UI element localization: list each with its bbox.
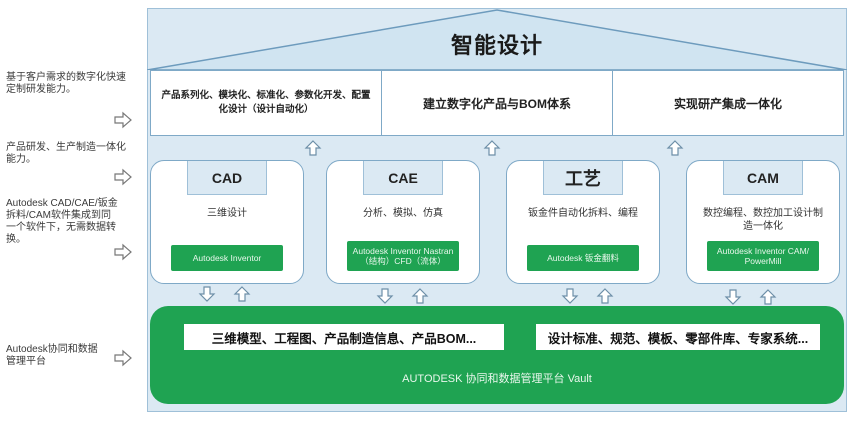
down-arrow-icon (376, 288, 394, 304)
product-label: Autodesk Inventor Nastran（结构）CFD（流体） (347, 241, 459, 271)
right-arrow-icon (114, 349, 132, 367)
module-desc: 钣金件自动化拆料、编程 (528, 208, 638, 219)
note-digital-custom: 基于客户需求的数字化快速定制研发能力。 (6, 72, 126, 95)
diagram-title: 智能设计 (450, 33, 543, 58)
up-arrow-icon (411, 288, 429, 304)
down-arrow-icon (561, 288, 579, 304)
up-arrow-icon (233, 286, 251, 302)
module-title: CAD (187, 161, 267, 195)
up-arrow-icon (483, 140, 501, 156)
goals-row: 产品系列化、模块化、标准化、参数化开发、配置化设计（设计自动化） 建立数字化产品… (150, 70, 844, 136)
module-desc: 数控编程、数控加工设计制造一体化 (703, 208, 823, 232)
note-software-integration: Autodesk CAD/CAE/钣金拆料/CAM软件集成到同一个软件下，无需数… (6, 198, 118, 245)
module-cam: CAM 数控编程、数控加工设计制造一体化 Autodesk Inventor C… (686, 160, 840, 284)
module-cad: CAD 三维设计 Autodesk Inventor (150, 160, 304, 284)
roof-triangle (147, 9, 847, 70)
up-arrow-icon (666, 140, 684, 156)
module-desc: 三维设计 (207, 208, 247, 219)
product-label: Autodesk Inventor (171, 245, 283, 271)
product-label: Autodesk Inventor CAM/ PowerMill (707, 241, 819, 271)
platform-caption: AUTODESK 协同和数据管理平台 Vault (402, 373, 592, 385)
goal-modular-design: 产品系列化、模块化、标准化、参数化开发、配置化设计（设计自动化） (151, 71, 382, 135)
module-title: CAE (363, 161, 443, 195)
standards-box: 设计标准、规范、模板、零部件库、专家系统... (536, 324, 820, 350)
goal-rd-integration: 实现研产集成一体化 (673, 96, 782, 111)
module-title: 工艺 (543, 161, 623, 195)
module-title: CAM (723, 161, 803, 195)
module-desc: 分析、模拟、仿真 (363, 208, 443, 219)
module-cae: CAE 分析、模拟、仿真 Autodesk Inventor Nastran（结… (326, 160, 480, 284)
right-arrow-icon (114, 111, 132, 129)
vault-platform (150, 306, 844, 404)
goal-digital-bom: 建立数字化产品与BOM体系 (382, 71, 613, 135)
note-vault-platform: Autodesk协同和数据管理平台 (6, 344, 98, 367)
note-rd-production: 产品研发、生产制造一体化能力。 (6, 142, 126, 165)
data-content-box: 三维模型、工程图、产品制造信息、产品BOM... (184, 324, 504, 350)
down-arrow-icon (724, 289, 742, 305)
right-arrow-icon (114, 243, 132, 261)
up-arrow-icon (759, 289, 777, 305)
up-arrow-icon (596, 288, 614, 304)
module-process: 工艺 钣金件自动化拆料、编程 Autodesk 钣金翻料 (506, 160, 660, 284)
product-label: Autodesk 钣金翻料 (527, 245, 639, 271)
right-arrow-icon (114, 168, 132, 186)
up-arrow-icon (304, 140, 322, 156)
down-arrow-icon (198, 286, 216, 302)
